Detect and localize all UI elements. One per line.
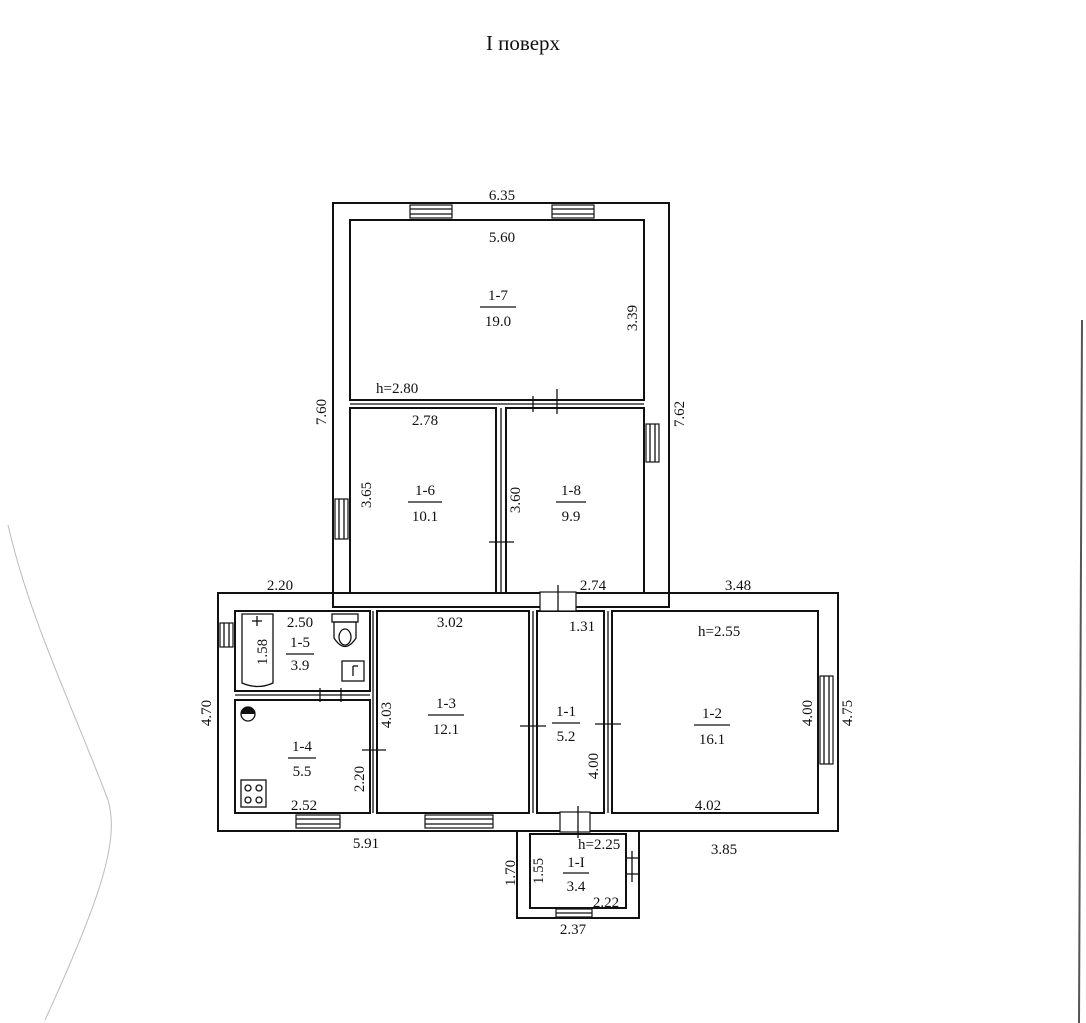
dim-porch-inner-left: 1.55: [531, 858, 547, 884]
window-room-1-6-left: [334, 498, 349, 540]
dim-top-outer: 6.35: [489, 188, 515, 204]
room-1-7-inner-wall: [349, 219, 645, 401]
window-room-1-5-left: [219, 622, 234, 648]
dim-left-outer-upper: 7.60: [314, 399, 330, 425]
room-1-5-label: 1-5 3.9: [286, 635, 314, 674]
dim-room16-left: 3.65: [359, 482, 375, 508]
dim-right-outer-lower: 4.75: [840, 700, 856, 726]
dim-room12-bottom: 4.02: [695, 798, 721, 814]
dim-room17-right: 3.39: [625, 305, 641, 331]
door-1-5-to-1-4: [319, 688, 342, 702]
bathtub-icon: [241, 613, 274, 688]
room-id: 1-8: [561, 483, 581, 499]
dim-right-outer-upper: 7.62: [672, 401, 688, 427]
dim-room16-top: 2.78: [412, 413, 438, 429]
room-area: 19.0: [485, 314, 511, 330]
room-id: 1-1: [556, 704, 576, 720]
dim-top-inner: 5.60: [489, 230, 515, 246]
room-1-5-inner-wall: [234, 610, 371, 692]
door-1-7-to-1-8: [532, 389, 558, 414]
dim-room14-right: 2.20: [352, 766, 368, 792]
floor-title: I поверх: [486, 31, 561, 55]
dim-right-wing-top: 3.48: [725, 578, 751, 594]
gas-boiler-icon: [240, 706, 256, 722]
door-upper-to-lower: [539, 585, 577, 612]
dim-porch-outer-bottom: 2.37: [560, 922, 587, 938]
door-1-1-to-porch: [559, 806, 591, 838]
room-1-2-label: 1-2 16.1: [694, 706, 730, 748]
dim-room15-side: 1.58: [255, 639, 271, 665]
toilet-icon: [331, 613, 359, 648]
room-1-8-label: 1-8 9.9: [556, 483, 586, 525]
height-upper: h=2.80: [376, 381, 418, 397]
dim-bottom-left: 5.91: [353, 836, 379, 852]
room-area: 12.1: [433, 722, 459, 738]
room-1-1-label: 1-1 5.2: [552, 704, 580, 745]
room-1-7-label: 1-7 19.0: [480, 288, 516, 330]
window-room-1-3-bottom: [424, 814, 494, 829]
dim-bottom-right: 3.85: [711, 842, 737, 858]
room-id: 1-6: [415, 483, 435, 499]
room-area: 5.5: [293, 764, 312, 780]
room-1-3-label: 1-3 12.1: [428, 696, 464, 738]
door-porch-right: [626, 851, 639, 882]
dim-room13-top: 3.02: [437, 615, 463, 631]
height-porch: h=2.25: [578, 837, 620, 853]
room-id: 1-4: [292, 739, 312, 755]
height-right: h=2.55: [698, 624, 740, 640]
dim-left-outer-lower: 4.70: [199, 700, 215, 726]
room-1-3-inner-wall: [376, 610, 530, 814]
window-room-1-4-bottom: [295, 814, 341, 829]
room-area: 9.9: [562, 509, 581, 525]
room-area: 16.1: [699, 732, 725, 748]
room-1-4-inner-wall: [234, 699, 371, 814]
room-id: 1-3: [436, 696, 456, 712]
window-room-1-2-right: [819, 675, 834, 765]
room-1-4-label: 1-4 5.5: [288, 739, 316, 780]
stove-icon: [240, 779, 267, 808]
room-1-2-inner-wall: [611, 610, 819, 814]
dim-room18-left: 3.60: [508, 487, 524, 513]
upper-block-outer-wall: [332, 202, 670, 608]
room-1-6-label: 1-6 10.1: [408, 483, 442, 525]
room-id: 1-5: [290, 635, 310, 651]
room-id: 1-7: [488, 288, 508, 304]
dim-porch-outer-left: 1.70: [503, 860, 519, 886]
dim-porch-inner-bottom: 2.22: [593, 895, 619, 911]
window-top-right: [551, 204, 595, 219]
room-area: 3.9: [291, 658, 310, 674]
scan-edge-line-right: [1078, 319, 1083, 1023]
window-room-1-8-right: [645, 423, 660, 463]
room-id: 1-I: [567, 855, 585, 871]
dim-upper-bottom: 2.74: [580, 578, 607, 594]
room-area: 5.2: [557, 729, 576, 745]
scan-edge-line-left: [7, 524, 112, 1021]
dim-left-wing-top: 2.20: [267, 578, 293, 594]
dim-room11-right: 4.00: [586, 753, 602, 779]
room-1-8-inner-wall: [505, 407, 645, 594]
room-1-I-label: 1-I 3.4: [563, 855, 589, 895]
room-area: 3.4: [567, 879, 586, 895]
room-area: 10.1: [412, 509, 438, 525]
dim-room12-left: 4.00: [800, 700, 816, 726]
dim-room13-left: 4.03: [379, 702, 395, 728]
dim-room14-bottom: 2.52: [291, 798, 317, 814]
window-top-left: [409, 204, 453, 219]
dim-room15-top: 2.50: [287, 615, 313, 631]
room-id: 1-2: [702, 706, 722, 722]
dim-room11-top: 1.31: [569, 619, 595, 635]
sink-icon: [341, 660, 365, 682]
window-porch-bottom: [555, 908, 593, 918]
